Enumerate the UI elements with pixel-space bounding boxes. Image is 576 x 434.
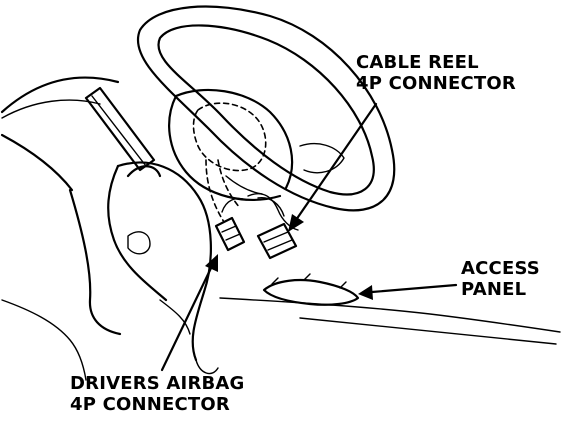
drivers-airbag-connector-label: DRIVERS AIRBAG 4P CONNECTOR [70, 373, 245, 415]
drivers-airbag-connector [214, 197, 247, 252]
leader-lines [160, 102, 458, 372]
access-panel-label-line1: ACCESS [461, 258, 540, 279]
airbag-module-hidden [192, 102, 267, 223]
drivers-airbag-label-line1: DRIVERS AIRBAG [70, 373, 245, 394]
cable-reel-label-line1: CABLE REEL [356, 52, 479, 73]
drivers-airbag-label-line2: 4P CONNECTOR [70, 394, 230, 415]
cable-reel-label-line2: 4P CONNECTOR [356, 73, 516, 94]
dashboard-outline [0, 76, 561, 381]
steering-wheel [136, 5, 396, 212]
access-panel-label: ACCESS PANEL [461, 258, 540, 300]
access-panel-label-line2: PANEL [461, 279, 527, 300]
column-lever [84, 86, 162, 178]
access-panel [262, 273, 360, 306]
column-shroud [107, 161, 219, 375]
cable-reel-connector-label: CABLE REEL 4P CONNECTOR [356, 52, 516, 94]
